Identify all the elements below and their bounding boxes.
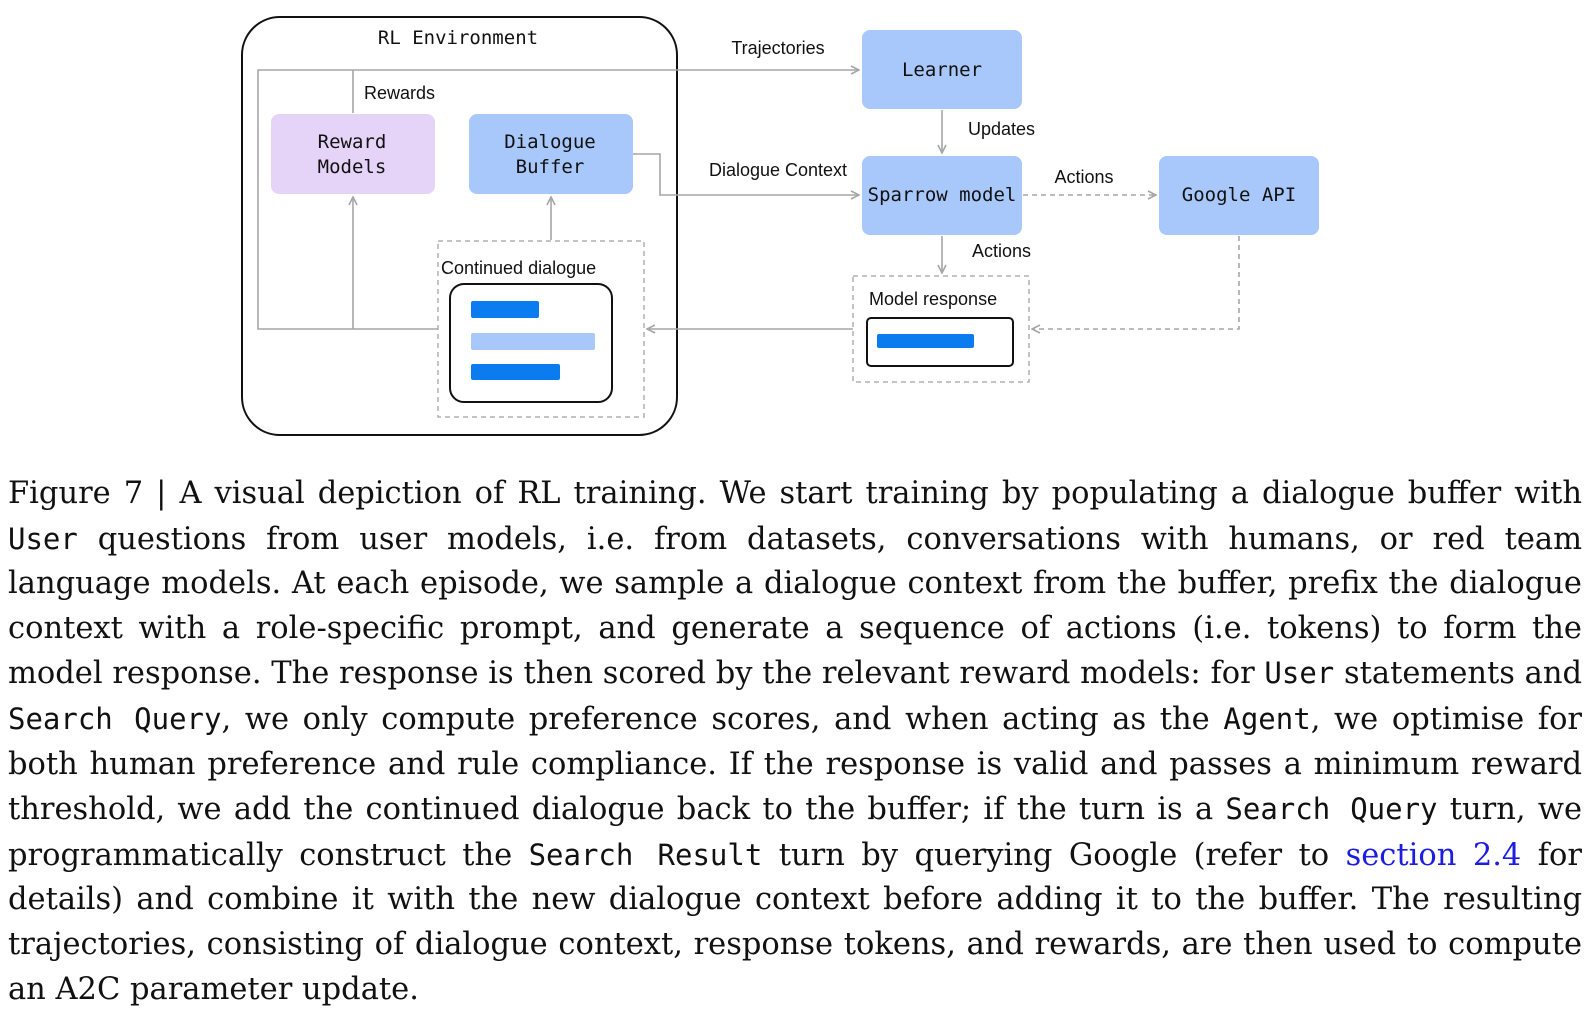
sparrow-model-box (862, 156, 1022, 235)
caption-text-5: , we optimise for both human preference … (8, 701, 1583, 828)
trajectories-label: Trajectories (731, 38, 824, 58)
code-user-2: User (1264, 656, 1335, 691)
continued-dialogue-label: Continued dialogue (441, 258, 596, 278)
code-search-query-1: Search Query (8, 701, 222, 736)
learner-label: Learner (902, 59, 982, 81)
section-link[interactable]: section 2.4 (1345, 837, 1522, 873)
caption-text-2: questions from user models, i.e. from da… (8, 521, 1582, 692)
actions-to-api-label: Actions (1054, 167, 1113, 187)
google-api-label: Google API (1182, 184, 1296, 206)
dialogue-buffer-box (469, 114, 633, 194)
dialogue-buffer-label-line2: Buffer (516, 156, 585, 178)
code-user-1: User (8, 521, 78, 556)
dialogue-context-arrow (633, 153, 859, 195)
caption-text-3: statements and (1334, 656, 1583, 692)
reward-models-box (271, 114, 435, 194)
model-response-frame (852, 275, 1030, 383)
api-result-arrow (1032, 236, 1240, 329)
figure-caption: Figure 7 | A visual depiction of RL trai… (8, 472, 1582, 1012)
caption-text-6: turn, we programmatically construct the (8, 792, 1582, 873)
google-api-box (1159, 156, 1319, 235)
model-response-label: Model response (869, 289, 997, 309)
code-search-result: Search Result (528, 837, 763, 872)
rewards-label: Rewards (364, 83, 435, 103)
dialogue-turn-bar-1 (471, 301, 539, 318)
rl-environment-box (241, 16, 678, 436)
trajectories-arrow (257, 70, 859, 330)
dialogue-turn-bar-2 (471, 333, 595, 350)
caption-text-7: turn by querying Google (refer to (762, 837, 1346, 873)
reward-models-label-line1: Reward (318, 131, 387, 153)
dialogue-buffer-label-line1: Dialogue (504, 131, 596, 153)
updates-label: Updates (968, 119, 1035, 139)
sparrow-model-label: Sparrow model (868, 184, 1017, 206)
model-response-bar (877, 334, 974, 348)
rl-training-diagram: RL Environment Reward Models Dialogue Bu… (241, 16, 1319, 436)
code-search-query-2: Search Query (1225, 792, 1438, 827)
learner-box (862, 30, 1022, 109)
figure-number: Figure 7 | (8, 476, 180, 511)
dialogue-context-label: Dialogue Context (709, 160, 847, 180)
reward-models-label-line2: Models (318, 156, 387, 178)
caption-text-1: A visual depiction of RL training. We st… (179, 476, 1582, 511)
caption-text-4: , we only compute preference scores, and… (221, 701, 1224, 737)
code-agent: Agent (1223, 701, 1311, 736)
rl-environment-title: RL Environment (378, 27, 538, 49)
caption-text-8: for details) and combine it with the new… (8, 837, 1582, 1007)
dialogue-turn-bar-3 (471, 364, 560, 380)
actions-down-label: Actions (972, 241, 1031, 261)
